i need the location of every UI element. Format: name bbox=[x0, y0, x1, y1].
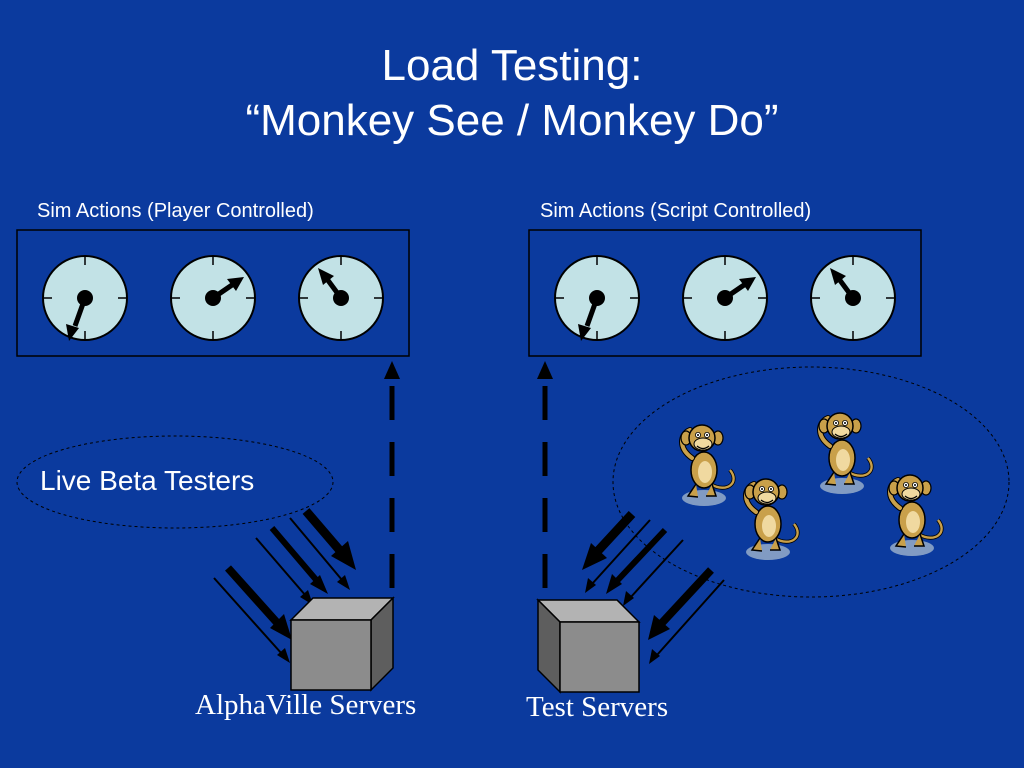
arrow-icon bbox=[225, 565, 292, 640]
script-controlled-panel-label: Sim Actions (Script Controlled) bbox=[540, 200, 811, 222]
arrow-icon bbox=[606, 527, 668, 594]
arrow-icon bbox=[302, 508, 356, 570]
server-cube-icon bbox=[289, 596, 395, 692]
arrow-icon bbox=[384, 361, 400, 588]
arrow-icon bbox=[582, 510, 636, 570]
arrow-icon bbox=[289, 517, 350, 590]
arrow-icon bbox=[648, 567, 714, 640]
arrow-icon bbox=[255, 537, 313, 605]
live-testers-label: Live Beta Testers bbox=[40, 465, 254, 496]
monkey-icon bbox=[889, 475, 942, 556]
player-controlled-panel bbox=[16, 229, 410, 357]
server-cube-icon bbox=[536, 598, 641, 694]
arrow-icon bbox=[269, 526, 328, 594]
script-controlled-panel bbox=[528, 229, 922, 357]
dial-icon bbox=[298, 255, 384, 341]
arrow-icon bbox=[537, 361, 553, 588]
test-servers-label: Test Servers bbox=[526, 691, 668, 723]
arrow-icon bbox=[623, 539, 684, 606]
dial-icon bbox=[682, 255, 768, 341]
live-testers-group bbox=[16, 435, 334, 529]
arrow-icon bbox=[585, 519, 651, 593]
dial-icon bbox=[170, 255, 256, 341]
dial-icon bbox=[810, 255, 896, 341]
monkey-icon bbox=[745, 479, 798, 560]
arrow-icon bbox=[649, 579, 725, 664]
dial-icon bbox=[554, 255, 640, 341]
title-line-1: Load Testing: bbox=[382, 41, 643, 90]
arrow-icon bbox=[213, 577, 290, 663]
alphaville-servers-label: AlphaVille Servers bbox=[195, 689, 416, 721]
monkey-icon bbox=[681, 425, 734, 506]
script-monkeys-group bbox=[612, 366, 1010, 598]
monkey-icon bbox=[819, 413, 872, 494]
player-controlled-panel-label: Sim Actions (Player Controlled) bbox=[37, 200, 314, 222]
title-line-2: “Monkey See / Monkey Do” bbox=[245, 96, 778, 145]
dial-icon bbox=[42, 255, 128, 341]
